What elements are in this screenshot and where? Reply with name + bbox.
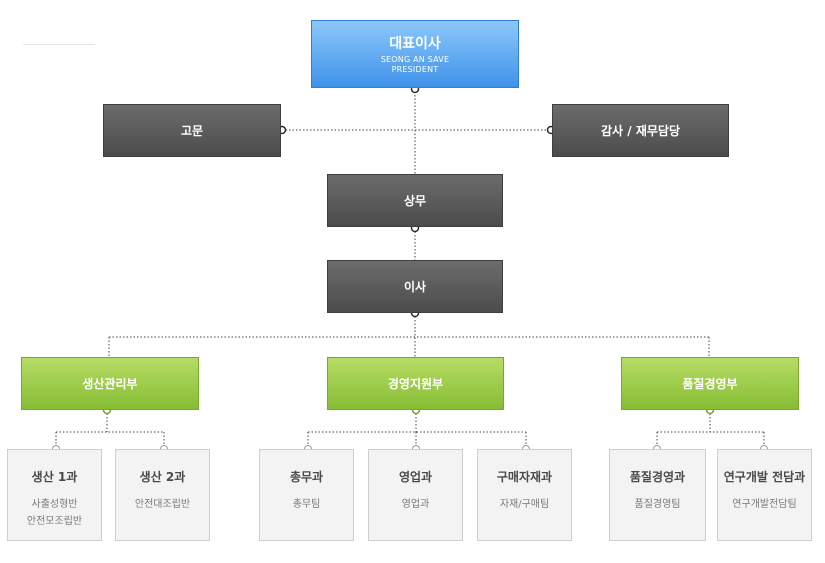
team-sub: 사출성형반 — [31, 499, 78, 510]
director-label: 이사 — [403, 280, 427, 294]
team-sub: 총무팀 — [292, 499, 321, 510]
division-quality-box: 품질경영부 — [621, 357, 799, 410]
team-sub: 안전대조립반 — [134, 499, 191, 510]
team-name: 총무과 — [289, 470, 324, 484]
team-box-sales: 영업과 영업과 — [368, 449, 463, 541]
team-name: 영업과 — [398, 470, 433, 484]
team-sub: 안전모조립반 — [26, 516, 83, 527]
ceo-subtitle-2: PRESIDENT — [391, 65, 439, 74]
team-name: 생산 2과 — [139, 470, 186, 484]
division-label: 생산관리부 — [82, 377, 138, 391]
advisor-label: 고문 — [180, 124, 204, 138]
managing-director-box: 상무 — [327, 174, 503, 227]
director-box: 이사 — [327, 260, 503, 313]
team-sub: 품질경영팀 — [634, 499, 681, 510]
team-box-general-affairs: 총무과 총무팀 — [259, 449, 354, 541]
team-sub: 영업과 — [401, 499, 430, 510]
advisor-box: 고문 — [103, 104, 281, 157]
team-box-rnd: 연구개발 전담과 연구개발전담팀 — [717, 449, 812, 541]
ceo-subtitle-1: SEONG AN SAVE — [380, 55, 450, 64]
team-box-purchasing: 구매자재과 자재/구매팀 — [477, 449, 572, 541]
ceo-title: 대표이사 — [389, 36, 441, 52]
team-name: 연구개발 전담과 — [723, 470, 806, 484]
division-label: 품질경영부 — [682, 377, 738, 391]
auditor-label: 감사 / 재무담당 — [601, 124, 680, 138]
decorative-line — [23, 44, 95, 45]
team-name: 품질경영과 — [629, 470, 686, 484]
auditor-box: 감사 / 재무담당 — [552, 104, 729, 157]
ceo-box: 대표이사 SEONG AN SAVE PRESIDENT — [311, 20, 519, 88]
team-name: 생산 1과 — [31, 470, 78, 484]
team-sub: 연구개발전담팀 — [732, 499, 797, 510]
team-sub: 자재/구매팀 — [499, 499, 550, 510]
team-box-production-1: 생산 1과 사출성형반 안전모조립반 — [7, 449, 102, 541]
team-box-production-2: 생산 2과 안전대조립반 — [115, 449, 210, 541]
team-box-quality: 품질경영과 품질경영팀 — [609, 449, 706, 541]
division-production-box: 생산관리부 — [21, 357, 199, 410]
division-management-box: 경영지원부 — [327, 357, 504, 410]
managing-director-label: 상무 — [403, 194, 427, 208]
division-label: 경영지원부 — [387, 377, 444, 391]
team-name: 구매자재과 — [496, 470, 553, 484]
